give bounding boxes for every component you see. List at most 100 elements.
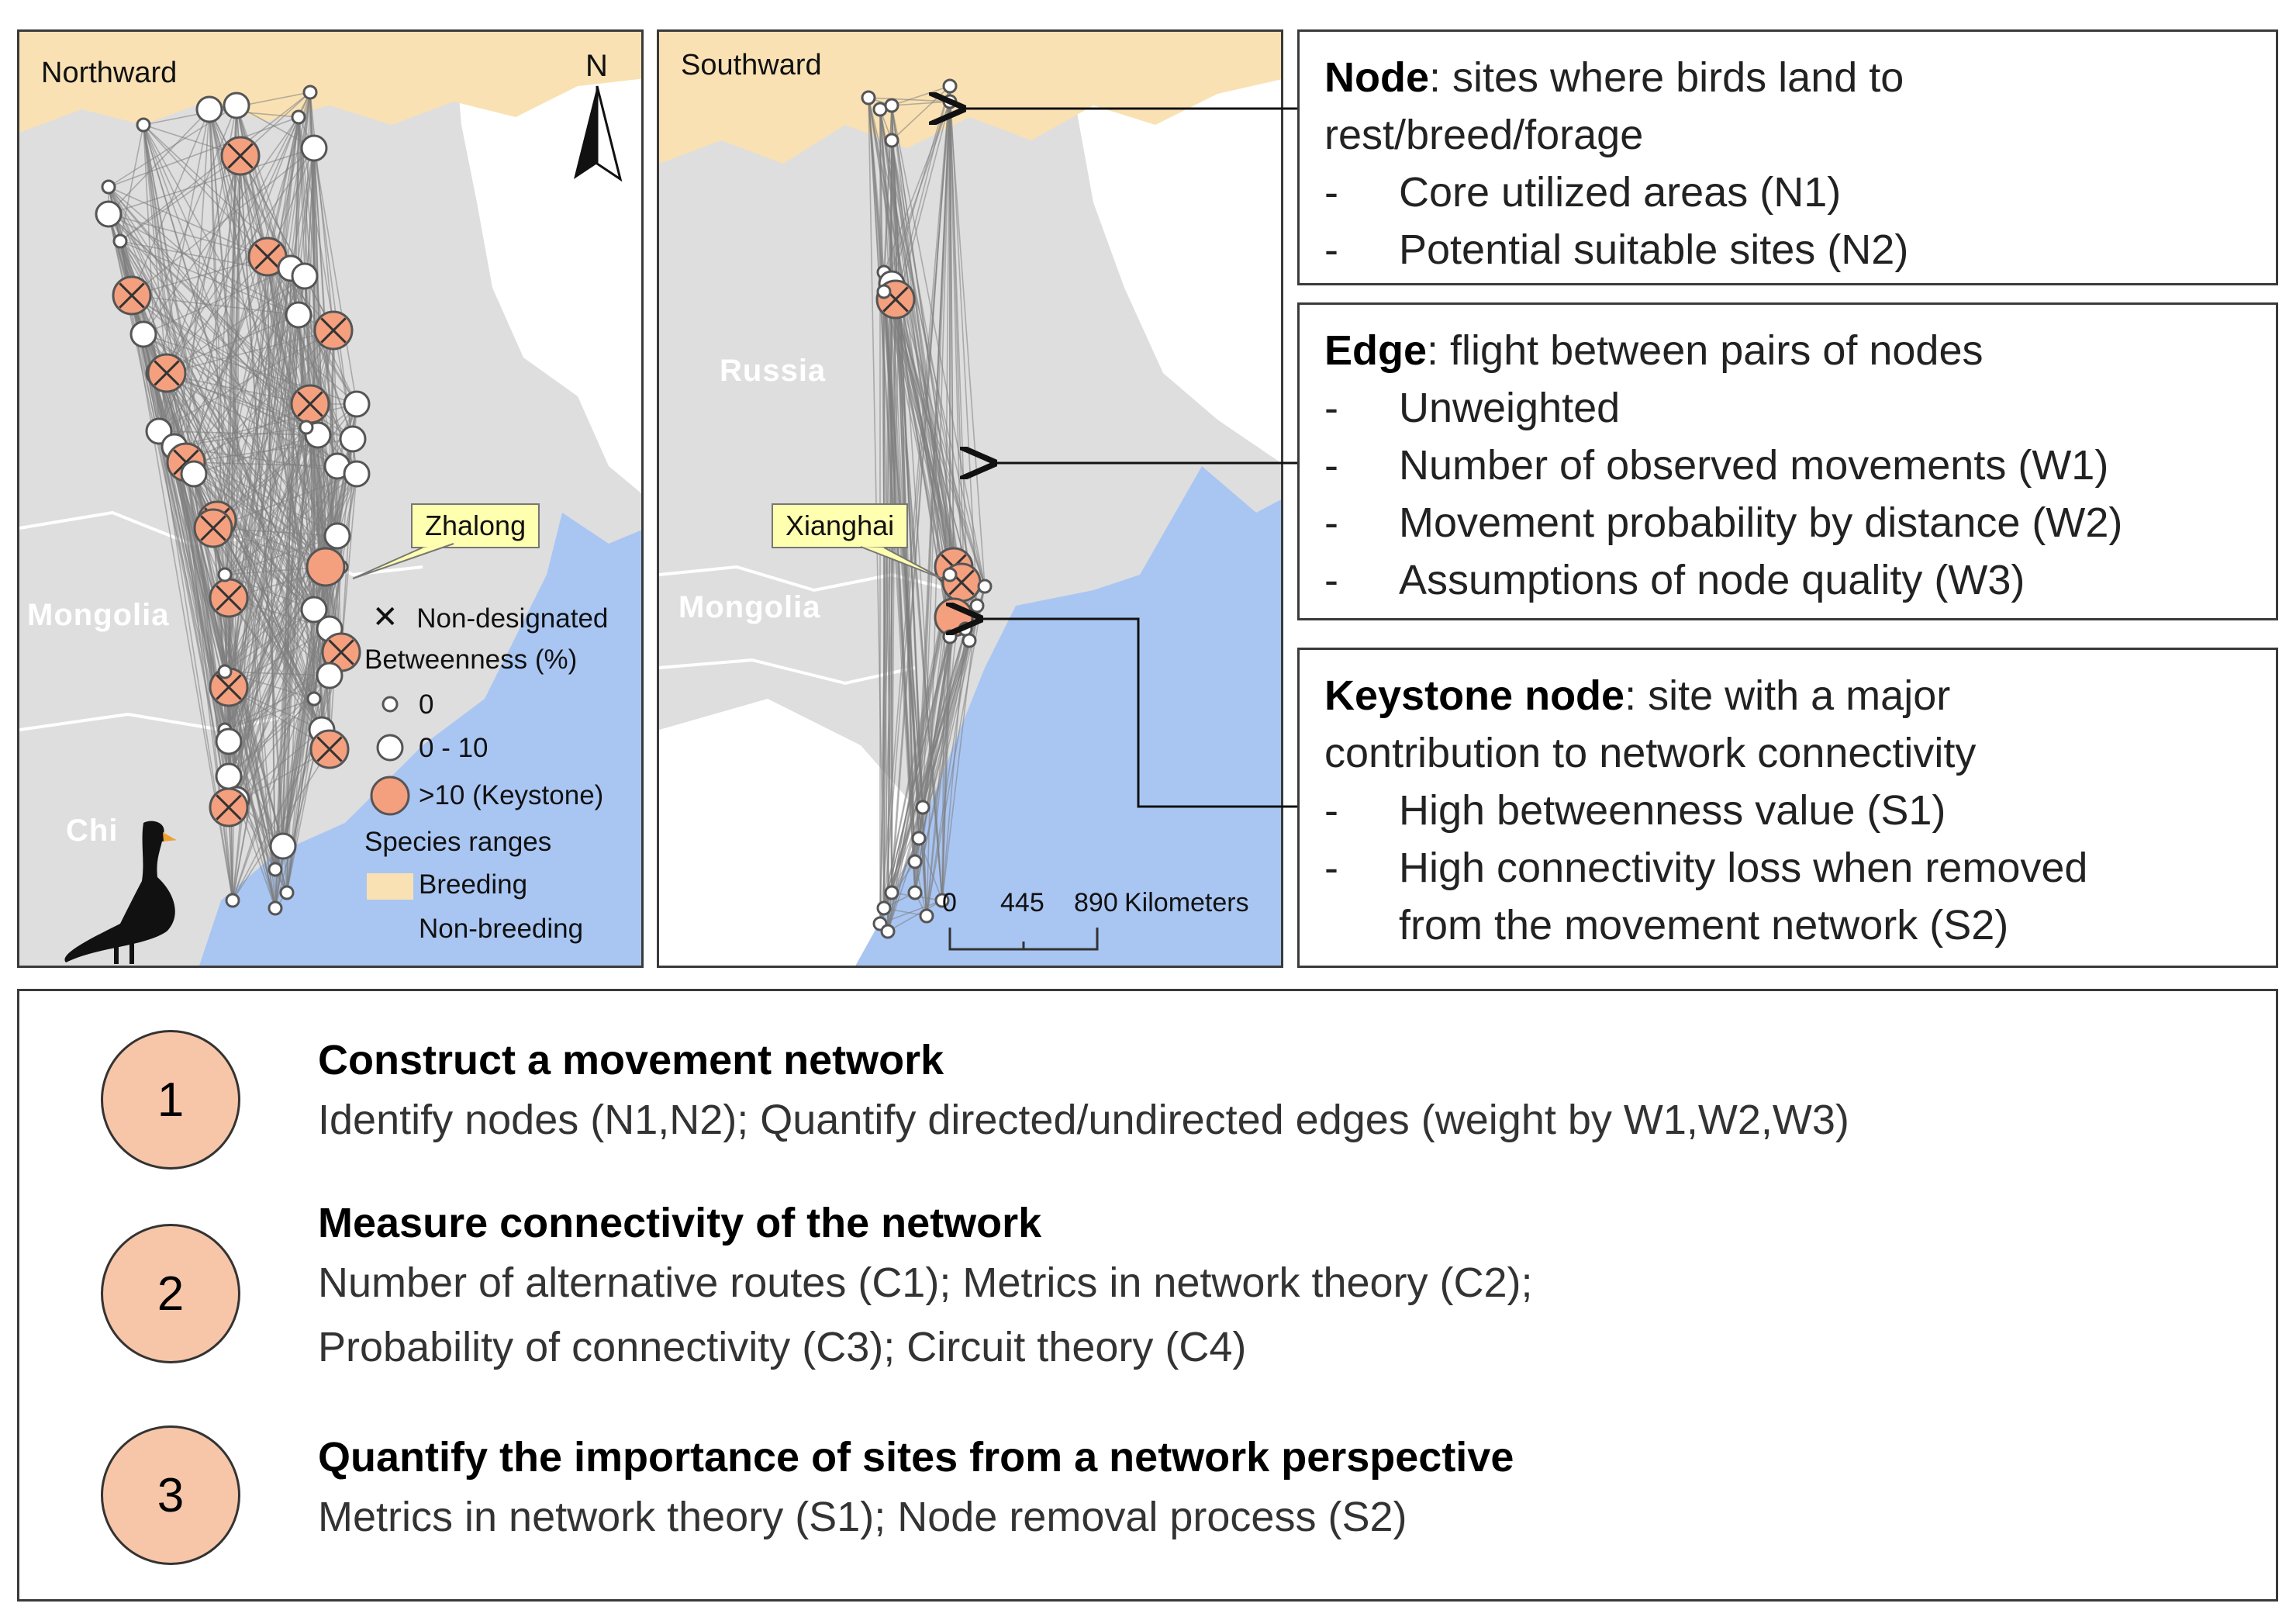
edge-line (228, 741, 284, 847)
edge-line (166, 330, 334, 374)
nondesignated-symbol-icon: ✕ (372, 600, 399, 634)
site-node (919, 908, 934, 924)
map-northward: Northward N Mongolia Chi Zhalong ✕ Non-d… (17, 29, 644, 968)
edge-line (224, 566, 326, 731)
node-item: -Core utilized areas (N1) (1324, 169, 1842, 216)
edge-line (887, 628, 966, 932)
scale-tick-445: 445 (1000, 888, 1044, 917)
sea-area (1062, 32, 1281, 463)
nondesignated-mark-icon (227, 143, 254, 169)
legend-keystone-label: >10 (Keystone) (419, 780, 604, 810)
edge-line (216, 520, 330, 750)
legend-betweenness-title: Betweenness (%) (364, 644, 578, 675)
keystone-heading-line2: contribution to network connectivity (1324, 730, 1977, 776)
site-node (112, 233, 128, 249)
edge-line (224, 566, 326, 672)
edge-line (185, 314, 299, 463)
edge-line (108, 109, 210, 215)
edge-heading: Edge: flight between pairs of nodes (1324, 327, 1984, 374)
site-node (136, 117, 151, 133)
legend-keystone-symbol (370, 776, 410, 816)
edge-line (193, 155, 241, 475)
keystone-item: -High connectivity loss when removed (1324, 845, 2088, 891)
edge-line (879, 299, 896, 924)
site-node (291, 109, 306, 125)
keystone-node (313, 310, 354, 351)
site-node (215, 727, 243, 755)
edge-line (185, 461, 338, 467)
edge-line (887, 299, 896, 932)
site-node (876, 284, 892, 299)
keystone-node (112, 275, 152, 316)
site-node (299, 420, 314, 435)
nondesignated-mark-icon (254, 244, 281, 270)
edge-line (224, 116, 299, 731)
site-node (876, 900, 892, 916)
nondesignated-mark-icon (328, 639, 354, 665)
edge-line (158, 330, 334, 432)
edge-line (899, 295, 986, 587)
legend-nonbreeding-swatch (367, 917, 413, 944)
site-node (269, 832, 297, 860)
site-callout-xianghai: Xianghai (772, 503, 909, 548)
edge-line (922, 640, 970, 808)
edge-line (224, 427, 307, 575)
edge-item: -Number of observed movements (W1) (1324, 442, 2109, 489)
edge-line (949, 101, 986, 587)
map-title-southward: Southward (681, 49, 822, 81)
edge-line (131, 295, 311, 405)
edge-line (949, 101, 955, 618)
edge-line (193, 434, 319, 475)
edge-line (941, 85, 951, 901)
site-node (129, 320, 157, 348)
site-node (884, 133, 899, 148)
edge-item: -Unweighted (1324, 385, 1621, 431)
site-callout-zhalong: Zhalong (411, 503, 540, 548)
site-node (977, 579, 993, 594)
edge-line (224, 574, 276, 870)
edge-line (286, 675, 330, 893)
edge-line (228, 609, 315, 777)
step-description: Probability of connectivity (C3); Circui… (318, 1324, 1247, 1370)
edge-line (108, 116, 299, 188)
edge-line (228, 698, 315, 777)
nondesignated-mark-icon (119, 282, 145, 309)
map-legend: ✕ Non-designated Betweenness (%) 0 0 - 1… (19, 32, 641, 966)
legend-nondesignated-label: Non-designated (416, 603, 609, 634)
edge-line (883, 101, 951, 909)
edge-line (883, 101, 951, 273)
step-title: Measure connectivity of the network (318, 1200, 1042, 1246)
step-description: Identify nodes (N1,N2); Quantify directe… (318, 1097, 1849, 1143)
edge-line (228, 92, 311, 599)
edge-line (174, 427, 307, 447)
step-number-badge: 3 (101, 1425, 240, 1565)
edge-line (868, 97, 885, 909)
site-node (880, 924, 896, 939)
edge-line (891, 140, 978, 606)
site-node (225, 893, 240, 908)
scale-tick-890: 890 (1074, 888, 1118, 917)
edge-item: -Assumptions of node quality (W3) (1324, 557, 2025, 603)
edge-line (143, 116, 299, 335)
site-node (339, 425, 367, 453)
keystone-node (147, 353, 187, 393)
site-node (279, 885, 295, 900)
site-node (291, 262, 319, 290)
site-node (962, 633, 977, 648)
country-label: Mongolia (27, 598, 170, 632)
breeding-range (19, 32, 641, 133)
step-title: Construct a movement network (318, 1037, 944, 1083)
edge-line (108, 147, 315, 215)
edge-line (224, 574, 315, 610)
edge-line (887, 900, 943, 932)
edge-item: -Movement probability by distance (W2) (1324, 499, 2123, 546)
edge-line (224, 427, 307, 672)
edge-line (108, 186, 357, 405)
edge-line (879, 900, 943, 924)
edge-line (131, 147, 315, 296)
edge-line (887, 838, 920, 932)
edge-line (166, 275, 306, 374)
edge-line (131, 295, 326, 575)
southward-map-graphic (659, 32, 1281, 966)
edge-line (891, 105, 955, 618)
